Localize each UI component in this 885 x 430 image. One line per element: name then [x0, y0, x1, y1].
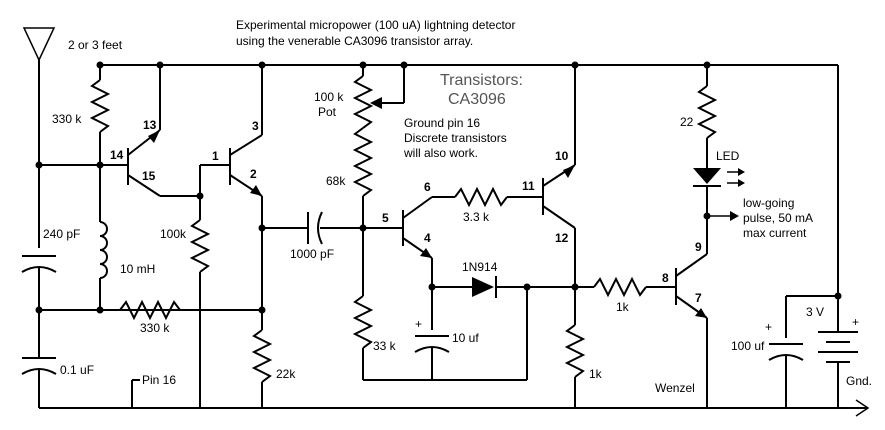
- capacitor-240pf: [21, 255, 57, 273]
- junction-dots: [35, 61, 842, 314]
- r100k-label: 100k: [160, 227, 187, 241]
- inductor-10mh: [99, 221, 108, 279]
- l10mh-label: 10 mH: [120, 262, 155, 276]
- pin-4: 4: [424, 231, 431, 245]
- pin-2: 2: [250, 167, 257, 181]
- pot-label: Pot: [318, 105, 337, 119]
- battery-icon: [818, 331, 858, 363]
- resistor-22k: [251, 329, 273, 383]
- note-line-1: Ground pin 16: [404, 116, 480, 130]
- c100uf-plus: +: [765, 320, 772, 334]
- resistor-1k-mid: [593, 276, 647, 298]
- pin-11: 11: [522, 179, 535, 193]
- resistor-100k: [189, 219, 211, 273]
- diode-label: 1N914: [462, 260, 498, 274]
- pin16-label: Pin 16: [142, 373, 176, 387]
- pin-5: 5: [382, 211, 389, 225]
- r1k-bottom-label: 1k: [589, 367, 603, 381]
- led-label: LED: [716, 149, 740, 163]
- transistors-part: CA3096: [448, 91, 506, 108]
- potentiometer-100k: [352, 75, 374, 129]
- note-line-3: will also work.: [403, 146, 478, 160]
- transistor-q5: [363, 196, 455, 287]
- pin-6: 6: [424, 180, 431, 194]
- resistor-22: [696, 85, 718, 139]
- resistor-330k-bottom: [119, 299, 181, 321]
- ground-label: Gnd.: [846, 374, 872, 388]
- pin-12: 12: [555, 231, 569, 245]
- antenna-label: 2 or 3 feet: [68, 38, 123, 52]
- pin-7: 7: [695, 291, 702, 305]
- title-line-2: using the venerable CA3096 transistor ar…: [236, 34, 473, 48]
- r68k-label: 68k: [326, 174, 346, 188]
- transistors-label: Transistors:: [440, 72, 523, 89]
- pot-value: 100 k: [314, 90, 344, 104]
- battery-label: 3 V: [806, 305, 824, 319]
- capacitor-10uf: [414, 335, 450, 353]
- r330k-top-label: 330 k: [52, 112, 82, 126]
- output-line-3: max current: [743, 226, 807, 240]
- capacitor-1000pf: [307, 211, 323, 245]
- transistor-q1: [199, 65, 263, 228]
- r33k-label: 33 k: [373, 339, 397, 353]
- c10uf-plus: +: [415, 317, 422, 331]
- c10uf-label: 10 uf: [452, 331, 479, 345]
- c0-1uf-label: 0.1 uF: [60, 363, 94, 377]
- pin-1: 1: [212, 149, 219, 163]
- led-icon: [693, 168, 745, 187]
- r1k-mid-label: 1k: [616, 300, 630, 314]
- c240pf-label: 240 pF: [43, 227, 80, 241]
- note-line-2: Discrete transistors: [404, 131, 507, 145]
- r3-3k-label: 3.3 k: [463, 210, 490, 224]
- title-line-1: Experimental micropower (100 uA) lightni…: [236, 18, 515, 32]
- output-line-1: low-going: [743, 196, 794, 210]
- pin-15: 15: [142, 169, 156, 183]
- resistor-1k-bottom: [564, 324, 586, 378]
- capacitor-0-1uf: [21, 357, 57, 375]
- resistor-33k: [352, 295, 374, 349]
- r330k-bottom-label: 330 k: [140, 321, 170, 335]
- output-line-2: pulse, 50 mA: [743, 211, 813, 225]
- pin-3: 3: [252, 119, 259, 133]
- capacitor-100uf: [768, 343, 804, 361]
- ground-rail: [39, 399, 870, 417]
- transistor-q8: [675, 253, 708, 408]
- resistor-3-3k: [454, 186, 508, 208]
- author-label: Wenzel: [655, 381, 695, 395]
- antenna-icon: [22, 27, 56, 165]
- pin-8: 8: [662, 271, 669, 285]
- pin-10: 10: [555, 149, 569, 163]
- transistor-q14: [100, 65, 200, 197]
- diode-1n914: [472, 276, 497, 298]
- c1000pf-label: 1000 pF: [290, 247, 334, 261]
- r22-label: 22: [680, 115, 694, 129]
- resistor-330k-top: [89, 79, 111, 133]
- c100uf-label: 100 uf: [731, 339, 765, 353]
- battery-plus: +: [852, 315, 859, 329]
- resistor-68k: [352, 127, 374, 197]
- transistor-q11: [542, 65, 576, 325]
- r22k-label: 22k: [276, 367, 296, 381]
- pin-13: 13: [143, 118, 157, 132]
- pin-9: 9: [695, 240, 702, 254]
- pin-14: 14: [110, 148, 124, 162]
